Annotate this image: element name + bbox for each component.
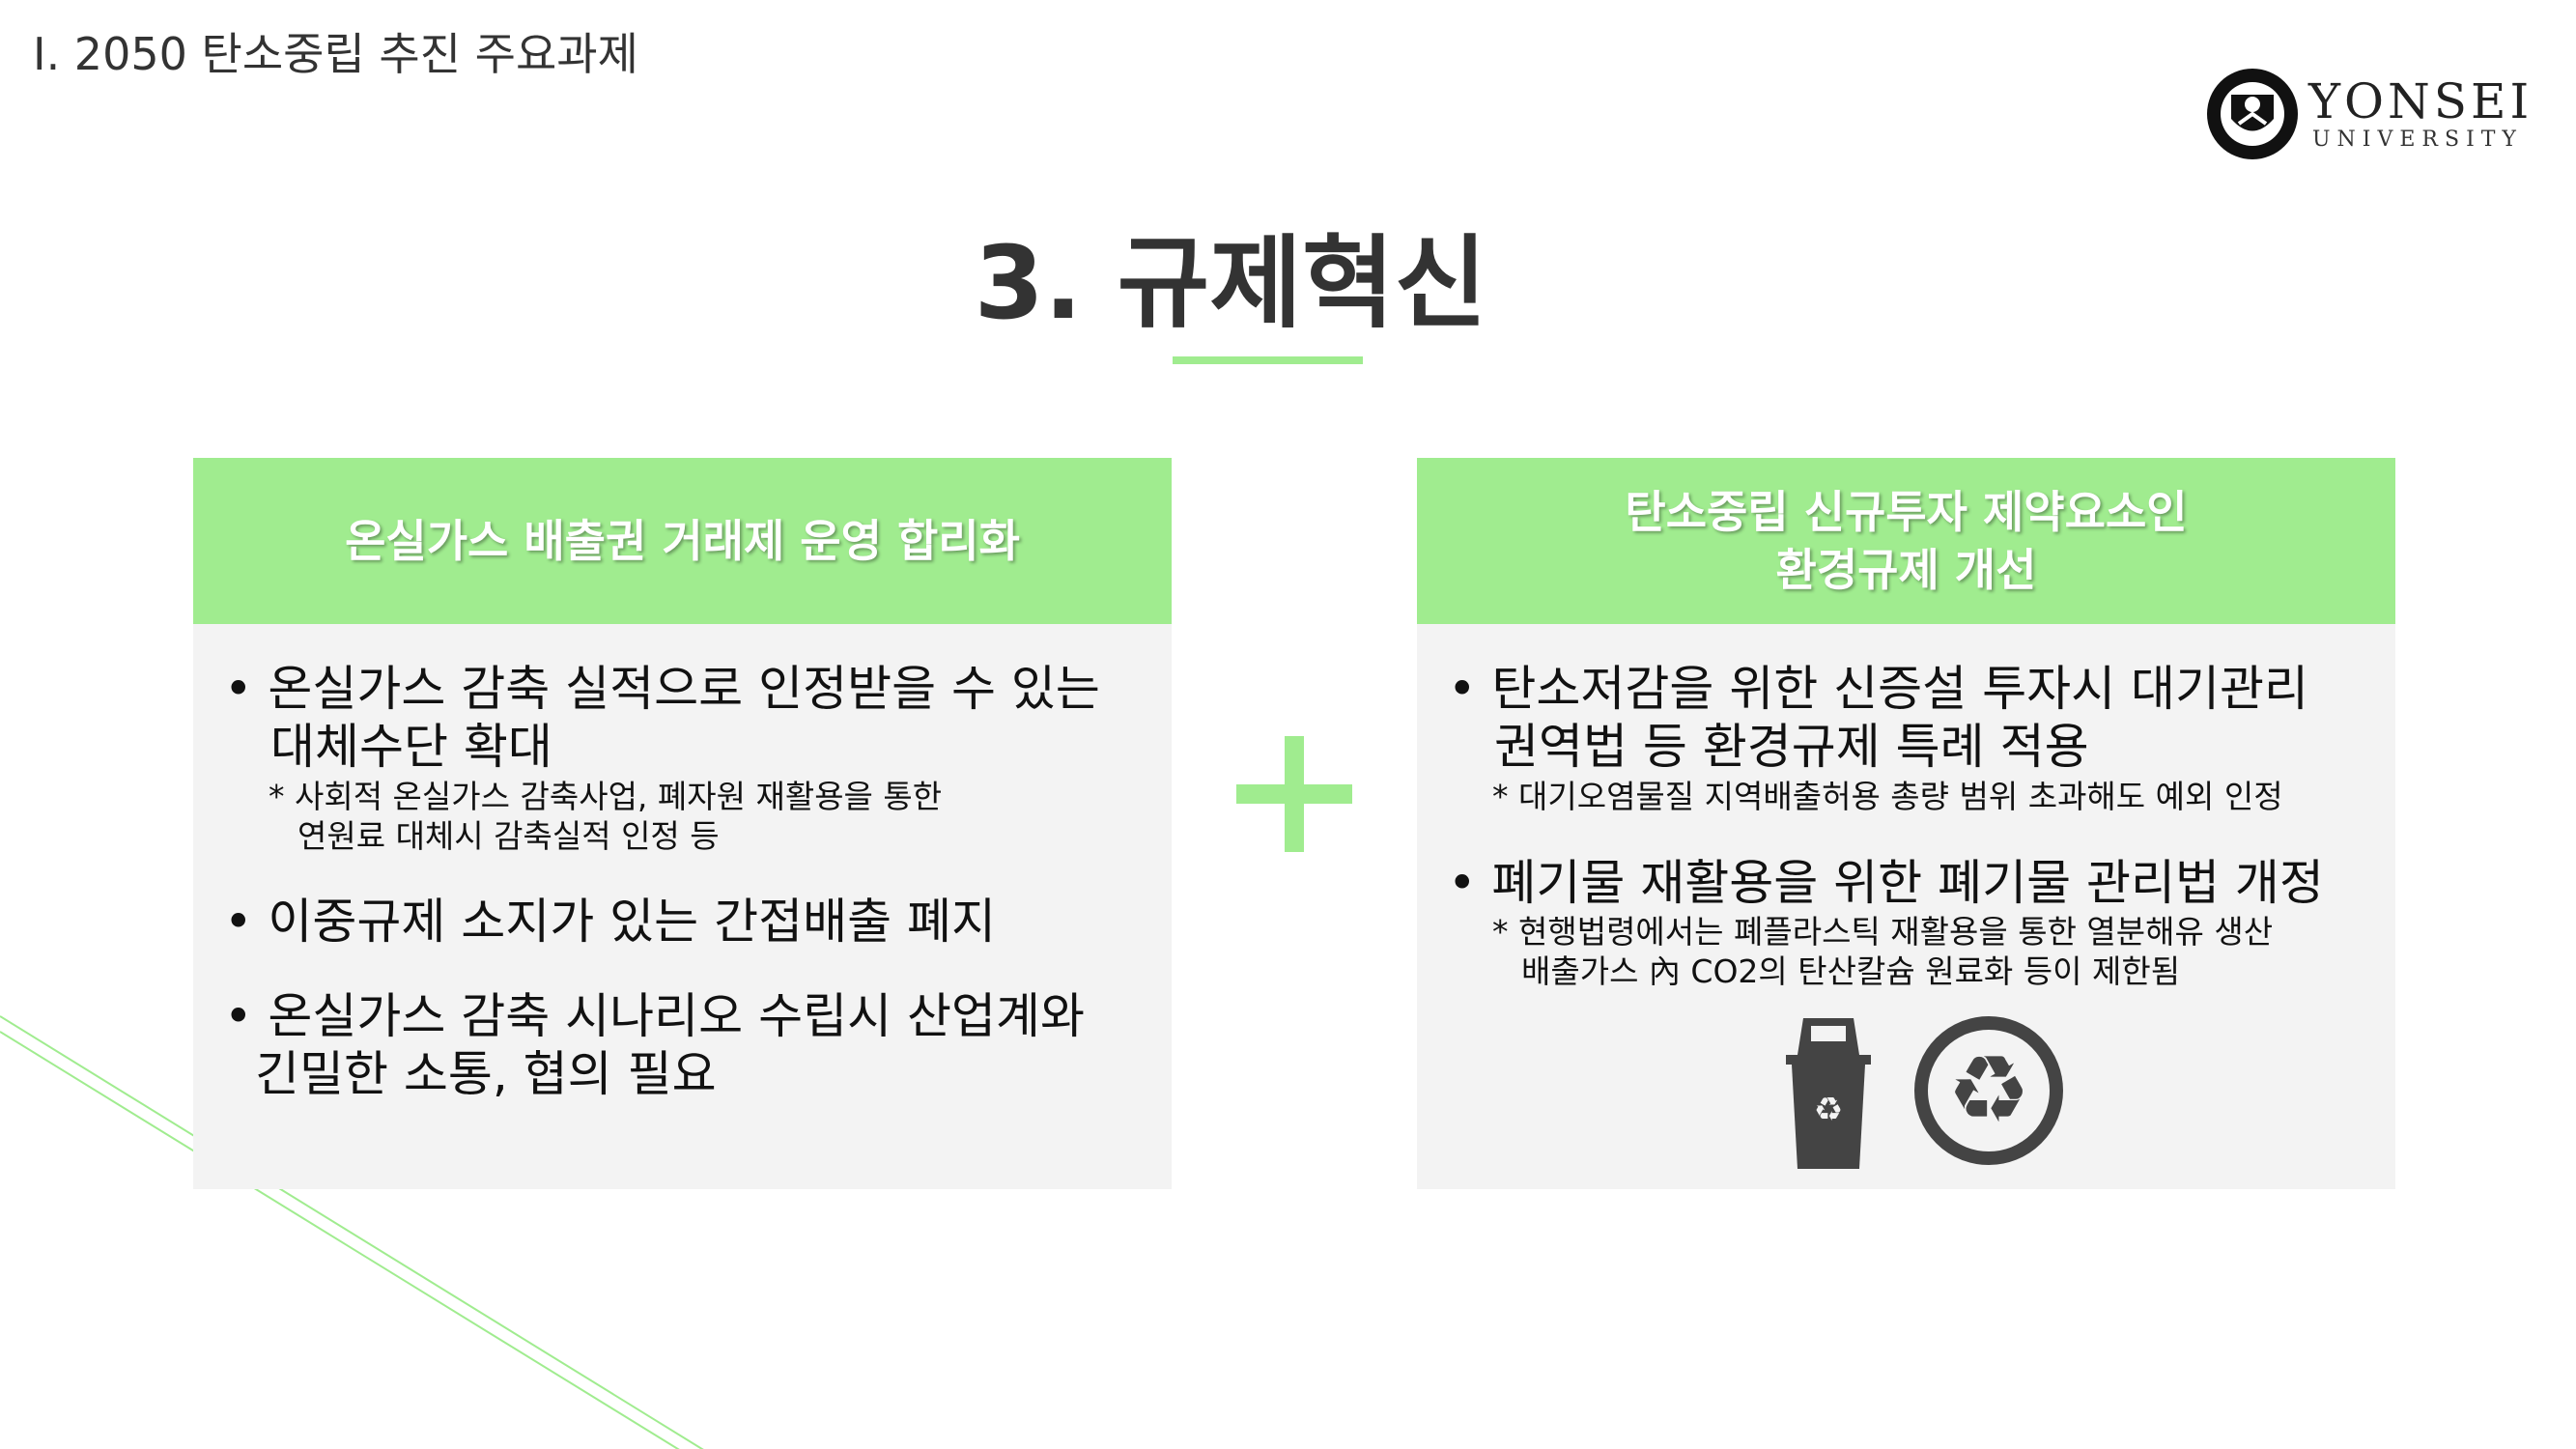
bullet-text: • 온실가스 감축 실적으로 인정받을 수 있는	[224, 661, 1100, 717]
logo-name: YONSEI	[2308, 73, 2534, 129]
left-card: 온실가스 배출권 거래제 운영 합리화 • 온실가스 감축 실적으로 인정받을 …	[193, 458, 1172, 1189]
bullet-text: • 온실가스 감축 시나리오 수립시 산업계와	[224, 988, 1085, 1044]
svg-text:♻: ♻	[1814, 1091, 1843, 1129]
yonsei-logo	[2207, 69, 2298, 159]
note-text: * 사회적 온실가스 감축사업, 폐자원 재활용을 통한	[269, 778, 943, 815]
note-text: * 대기오염물질 지역배출허용 총량 범위 초과해도 예외 인정	[1492, 778, 2283, 815]
page-title: 3. 규제혁신	[974, 224, 1487, 342]
bullet-text: 대체수단 확대	[270, 719, 552, 775]
section-label: I. 2050 탄소중립 추진 주요과제	[33, 28, 638, 80]
header-line: 환경규제 개선	[1775, 544, 2037, 596]
left-card-header: 온실가스 배출권 거래제 운영 합리화	[193, 458, 1172, 624]
note-text: 배출가스 內 CO2의 탄산칼슘 원료화 등이 제한됨	[1521, 952, 2181, 990]
note-text: 연원료 대체시 감축실적 인정 등	[297, 817, 720, 855]
svg-text:♻: ♻	[1947, 1036, 2030, 1144]
bullet-text: • 폐기물 재활용을 위한 폐기물 관리법 개정	[1448, 855, 2324, 911]
recycle-icon: ♻	[1914, 1016, 2063, 1165]
bullet-text: 권역법 등 환경규제 특례 적용	[1494, 719, 2089, 775]
plus-icon	[1236, 736, 1352, 852]
bullet-text: 긴밀한 소통, 협의 필요	[255, 1046, 717, 1102]
recycle-bin-icon: ♻	[1786, 1018, 1871, 1169]
bullet-text: • 이중규제 소지가 있는 간접배출 폐지	[224, 894, 996, 950]
title-underline	[1173, 356, 1363, 364]
note-text: * 현행법령에서는 폐플라스틱 재활용을 통한 열분해유 생산	[1492, 913, 2274, 951]
bullet-text: • 탄소저감을 위한 신증설 투자시 대기관리	[1448, 661, 2308, 717]
header-line: 탄소중립 신규투자 제약요소인	[1625, 486, 2188, 538]
logo-subtitle: UNIVERSITY	[2312, 128, 2523, 152]
